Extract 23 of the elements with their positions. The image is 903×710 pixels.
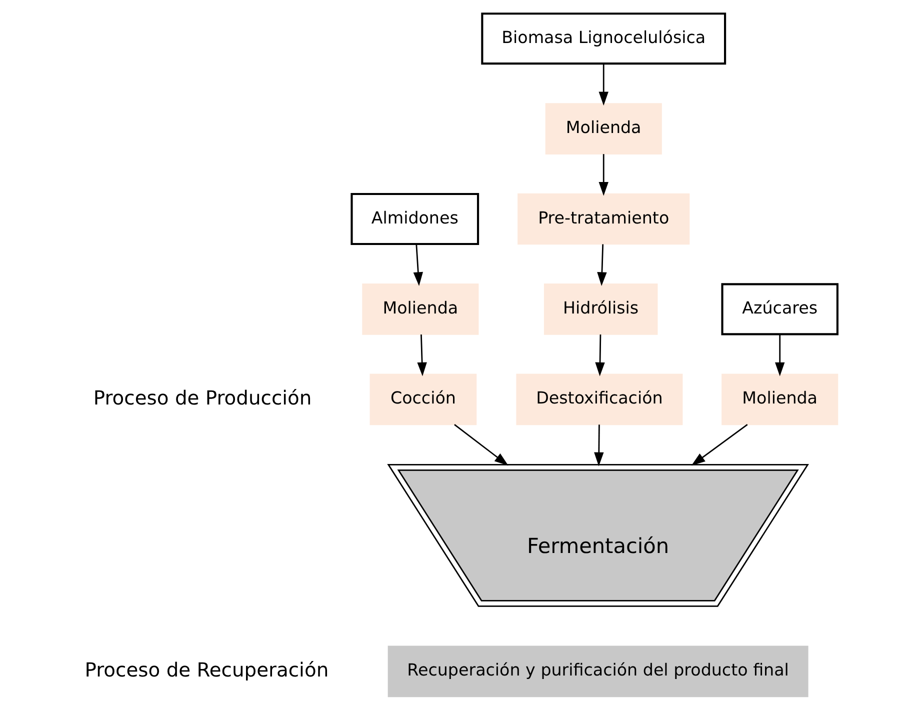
node-box: Biomasa Lignocelulósica xyxy=(480,12,726,65)
label: Proceso de Recuperación xyxy=(84,658,328,682)
node-box: Recuperación y purificación del producto final xyxy=(387,646,808,698)
arrow xyxy=(598,64,608,106)
node-box: Almidones xyxy=(350,192,479,246)
node-box: Hidrólisis xyxy=(543,284,658,335)
arrow xyxy=(594,334,604,376)
node-box: Molienda xyxy=(721,374,838,426)
arrow xyxy=(454,424,508,466)
node-box: Pre-tratamiento xyxy=(517,193,690,245)
arrow xyxy=(412,244,423,286)
node-box: Molienda xyxy=(362,284,478,335)
node-box: Cocción xyxy=(369,374,476,426)
label: Proceso de Producción xyxy=(92,386,312,410)
arrow xyxy=(416,334,426,376)
node-box: Destoxificación xyxy=(516,374,682,426)
arrow xyxy=(596,244,606,286)
node-box: Molienda xyxy=(544,103,662,154)
arrow xyxy=(594,424,604,466)
arrow xyxy=(690,424,748,466)
node-box: Azúcares xyxy=(720,283,838,336)
arrow xyxy=(598,154,608,196)
arrow xyxy=(774,334,784,376)
